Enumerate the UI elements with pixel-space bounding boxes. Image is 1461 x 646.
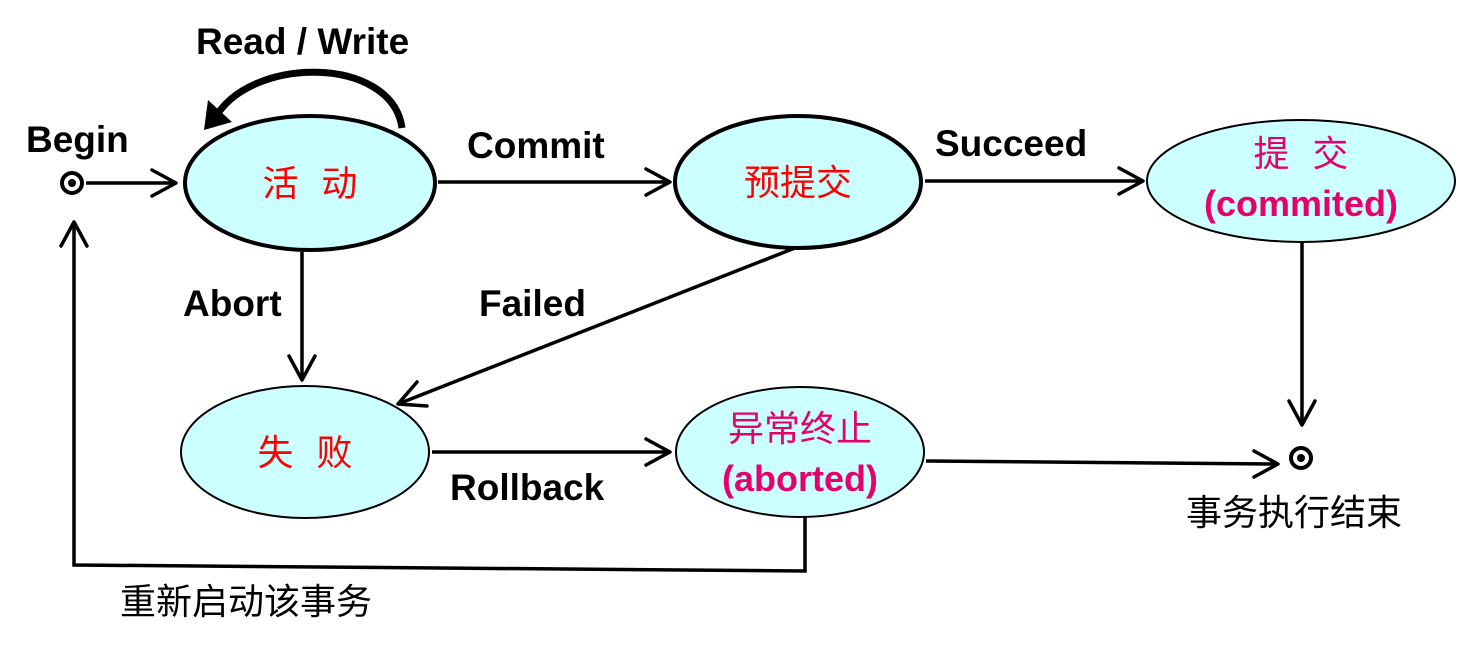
state-failed: 失 败 [180,385,430,519]
abort-label: Abort [183,283,282,324]
begin-to-active-arrowhead [150,168,178,198]
state-active: 活 动 [183,114,437,252]
begin-label: Begin [26,119,129,160]
restart-label: 重新启动该事务 [120,582,372,623]
state-committed-cn-label: 提 交 [1254,134,1349,175]
end-label: 事务执行结束 [1186,493,1402,534]
state-active-label: 活 动 [263,164,358,205]
committed-to-end-arrowhead [1287,399,1317,427]
state-committed: 提 交 (commited) [1146,119,1456,243]
aborted-to-end-arrow [925,459,1279,466]
failed-arrowhead [396,380,429,408]
state-aborted-cn-label: 异常终止 [728,409,872,450]
abort-arrowhead [287,354,317,382]
state-partially-committed: 预提交 [673,114,923,250]
state-committed-en-label: (commited) [1204,183,1398,224]
read-write-loop-arrow [210,68,406,129]
state-aborted-en-label: (aborted) [722,458,878,499]
failed-arrow [397,244,801,406]
rollback-label: Rollback [450,467,605,508]
succeed-arrowhead [1117,166,1145,196]
rollback-arrowhead [644,437,672,467]
aborted-to-end-arrowhead [1252,449,1280,479]
end-point [1289,446,1313,470]
failed-label: Failed [479,283,586,324]
restart-arrowhead [59,220,89,248]
read-write-loop-arrowhead [204,100,232,130]
state-aborted: 异常终止 (aborted) [675,386,925,518]
state-partially-committed-label: 预提交 [744,163,852,204]
commit-label: Commit [467,125,605,166]
read-write-label: Read / Write [196,21,409,62]
state-failed-label: 失 败 [258,433,353,474]
succeed-label: Succeed [935,123,1087,164]
commit-arrowhead [644,167,672,197]
restart-arrow [72,222,807,573]
begin-point [60,171,84,195]
